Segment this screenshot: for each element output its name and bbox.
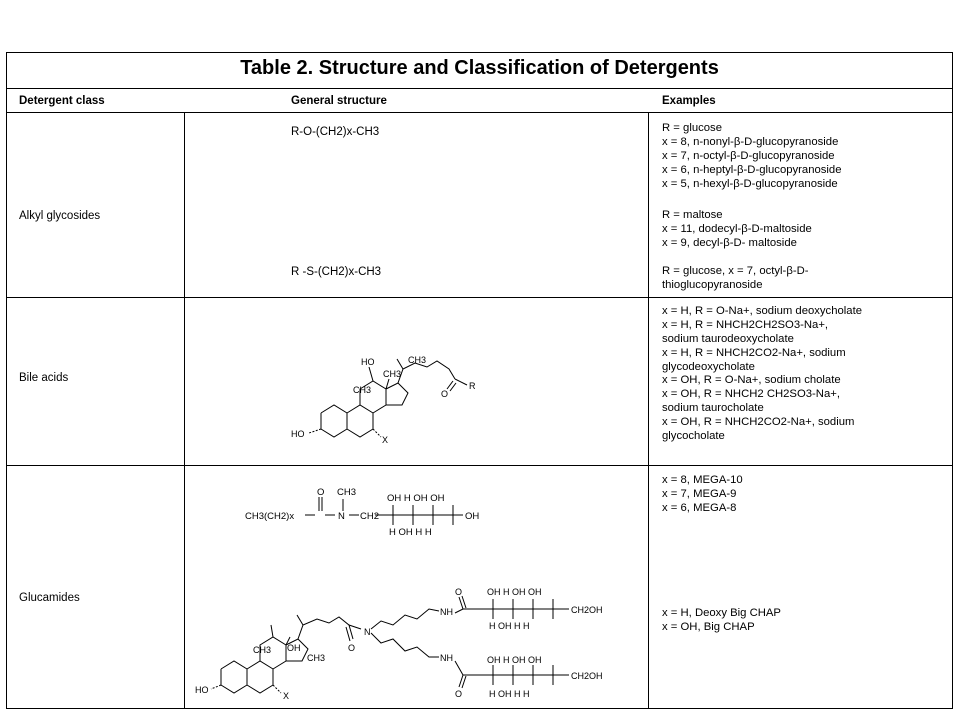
label-o: O bbox=[348, 643, 355, 653]
label-r: R bbox=[469, 381, 476, 391]
example-line: x = OH, R = NHCH2CO2-Na+, sodium bbox=[662, 416, 855, 429]
label-n: N bbox=[338, 511, 345, 522]
column-divider bbox=[184, 112, 185, 708]
row-divider bbox=[7, 297, 952, 298]
label-nh: NH bbox=[440, 607, 453, 617]
column-divider bbox=[648, 112, 649, 708]
example-line: x = 9, decyl-β-D- maltoside bbox=[662, 236, 797, 249]
label-x: X bbox=[283, 691, 289, 701]
label-o: O bbox=[317, 487, 324, 498]
label-x: X bbox=[382, 435, 388, 445]
label-sugar-top: OH H OH OH bbox=[387, 493, 445, 504]
example-line: R = glucose bbox=[662, 122, 722, 134]
label-ch2: CH2 bbox=[360, 511, 379, 522]
example-line: x = 8, MEGA-10 bbox=[662, 474, 743, 486]
row-divider bbox=[7, 465, 952, 466]
example-line: R = maltose bbox=[662, 209, 723, 221]
label-top-end: CH2OH bbox=[571, 605, 603, 615]
class-alkyl-glycosides: Alkyl glycosides bbox=[19, 210, 101, 222]
label-ch3: CH3 bbox=[307, 653, 325, 663]
class-glucamides: Glucamides bbox=[19, 592, 80, 604]
example-line: x = 6, MEGA-8 bbox=[662, 501, 737, 514]
bile-acid-structure: HO CH3 CH3 CH3 HO X R O bbox=[291, 355, 476, 445]
label-ho-bottom: HO bbox=[291, 429, 305, 439]
example-line: sodium taurodeoxycholate bbox=[662, 332, 794, 345]
label-oh-end: OH bbox=[465, 511, 479, 522]
example-line: x = H, R = NHCH2CH2SO3-Na+, bbox=[662, 318, 829, 331]
structure-formula-o-glycoside: R-O-(CH2)x-CH3 bbox=[291, 126, 380, 138]
label-bot-end: CH2OH bbox=[571, 671, 603, 681]
label-bot-sugar-bottom: H OH H H bbox=[489, 689, 530, 699]
example-line: x = 5, n-hexyl-β-D-glucopyranoside bbox=[662, 177, 838, 190]
examples-bile-acids: x = H, R = O-Na+, sodium deoxycholate x … bbox=[662, 304, 862, 443]
header-divider bbox=[7, 112, 952, 113]
example-line: x = 6, n-heptyl-β-D-glucopyranoside bbox=[662, 163, 842, 176]
label-ch3: CH3 bbox=[383, 369, 401, 379]
example-line: glycocholate bbox=[662, 430, 725, 443]
examples-glucose-group: R = glucose x = 8, n-nonyl-β-D-glucopyra… bbox=[662, 121, 842, 190]
label-o: O bbox=[441, 389, 448, 399]
examples-maltose-group: R = maltose x = 11, dodecyl-β-D-maltosid… bbox=[662, 208, 812, 250]
header-detergent-class: Detergent class bbox=[19, 95, 105, 107]
example-line: x = OH, R = O-Na+, sodium cholate bbox=[662, 374, 841, 387]
label-oh: OH bbox=[287, 643, 301, 653]
example-line: thioglucopyranoside bbox=[662, 278, 763, 291]
label-chain: CH3(CH2)x bbox=[245, 511, 294, 522]
header-general-structure: General structure bbox=[291, 95, 387, 107]
table-title: Table 2. Structure and Classification of… bbox=[240, 57, 719, 79]
example-line: R = glucose, x = 7, octyl-β-D- bbox=[662, 265, 809, 277]
examples-big-chap: x = H, Deoxy Big CHAP x = OH, Big CHAP bbox=[662, 606, 781, 634]
big-chap-structure: OH CH3 CH3 HO X O N NH NH OH H OH OH H O… bbox=[195, 587, 603, 701]
examples-thio-group: R = glucose, x = 7, octyl-β-D- thiogluco… bbox=[662, 264, 809, 292]
example-line: x = 7, MEGA-9 bbox=[662, 487, 737, 500]
label-ch3: CH3 bbox=[253, 645, 271, 655]
examples-mega: x = 8, MEGA-10 x = 7, MEGA-9 x = 6, MEGA… bbox=[662, 473, 743, 515]
structure-formula-s-glycoside: R -S-(CH2)x-CH3 bbox=[291, 266, 382, 278]
example-line: x = OH, Big CHAP bbox=[662, 620, 755, 633]
example-line: x = H, R = O-Na+, sodium deoxycholate bbox=[662, 305, 862, 317]
example-line: x = 11, dodecyl-β-D-maltoside bbox=[662, 222, 812, 235]
label-ch3: CH3 bbox=[353, 385, 371, 395]
label-ho: HO bbox=[195, 685, 209, 695]
example-line: x = H, Deoxy Big CHAP bbox=[662, 607, 781, 619]
label-bot-sugar-top: OH H OH OH bbox=[487, 655, 542, 665]
detergent-classification-table: Table 2. Structure and Classification of… bbox=[6, 52, 953, 709]
label-ch3: CH3 bbox=[337, 487, 356, 498]
header-examples: Examples bbox=[662, 95, 716, 107]
label-sugar-bottom: H OH H H bbox=[389, 527, 432, 537]
label-ch3: CH3 bbox=[408, 355, 426, 365]
example-line: x = 7, n-octyl-β-D-glucopyranoside bbox=[662, 149, 835, 162]
mega-structure: CH3(CH2)x O CH3 N CH2 OH H OH OH H OH H … bbox=[245, 487, 479, 537]
example-line: x = 8, n-nonyl-β-D-glucopyranoside bbox=[662, 135, 839, 148]
label-n: N bbox=[364, 627, 371, 637]
example-line: sodium taurocholate bbox=[662, 402, 764, 415]
class-bile-acids: Bile acids bbox=[19, 372, 69, 384]
example-line: x = H, R = NHCH2CO2-Na+, sodium bbox=[662, 346, 846, 359]
label-o: O bbox=[455, 587, 462, 597]
label-o: O bbox=[455, 689, 462, 699]
title-divider bbox=[7, 88, 952, 89]
example-line: x = OH, R = NHCH2 CH2SO3-Na+, bbox=[662, 388, 840, 401]
label-ho-top: HO bbox=[361, 357, 375, 367]
example-line: glycodeoxycholate bbox=[662, 360, 755, 373]
label-top-sugar-bottom: H OH H H bbox=[489, 621, 530, 631]
label-nh: NH bbox=[440, 653, 453, 663]
label-top-sugar-top: OH H OH OH bbox=[487, 587, 542, 597]
